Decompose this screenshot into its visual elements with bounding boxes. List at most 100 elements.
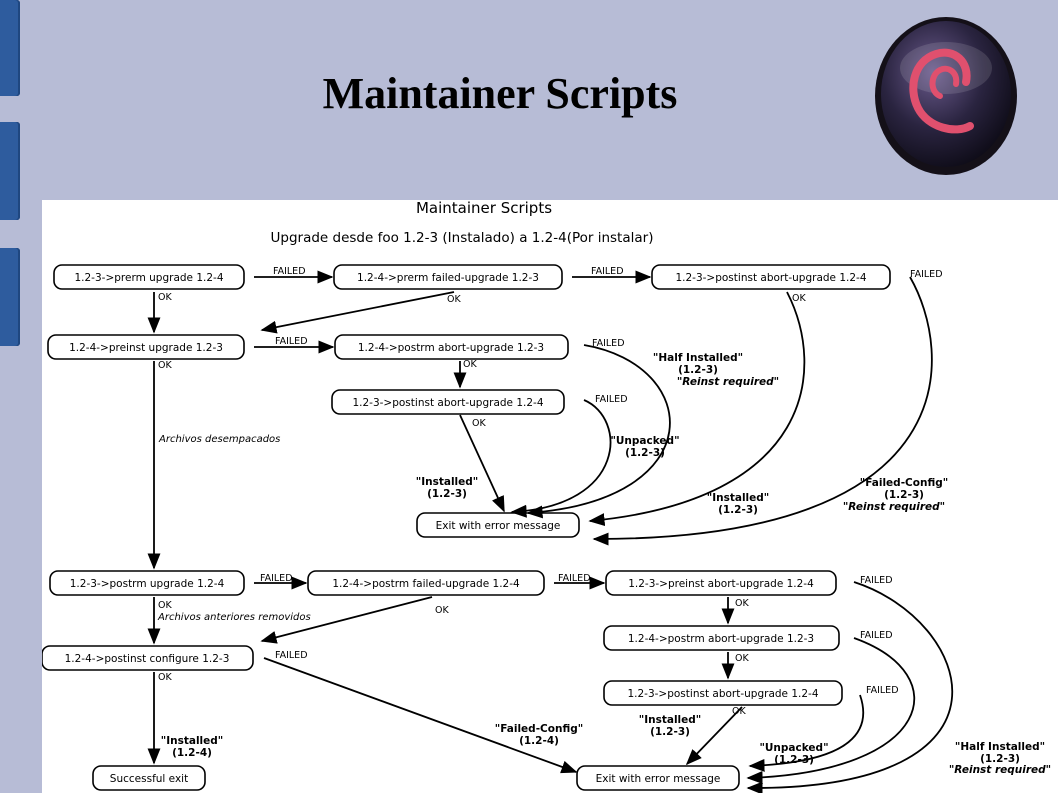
- state-unpacked-2-version: (1.2-3): [774, 754, 814, 766]
- node-exit-error-2-label: Exit with error message: [596, 773, 721, 785]
- label-ok-12: OK: [732, 706, 746, 717]
- node-postinst-abort-upgrade-2-label: 1.2-3->postinst abort-upgrade 1.2-4: [352, 397, 543, 409]
- label-failed-2: FAILED: [591, 266, 624, 277]
- label-failed-1: FAILED: [273, 266, 306, 277]
- label-failed-12: FAILED: [866, 685, 899, 696]
- state-half-installed-1-reinst: "Reinst required": [677, 376, 779, 388]
- label-failed-7: FAILED: [260, 573, 293, 584]
- node-postinst-abort-upgrade-3[interactable]: [603, 680, 843, 706]
- state-half-installed-1: "Half Installed": [653, 352, 743, 364]
- state-installed-4: "Installed": [639, 714, 702, 726]
- node-prerm-upgrade-label: 1.2-3->prerm upgrade 1.2-4: [74, 272, 223, 284]
- state-failed-config-2: "Failed-Config": [495, 723, 583, 735]
- state-installed-1: "Installed": [416, 476, 479, 488]
- label-ok-1: OK: [158, 292, 172, 303]
- node-postinst-abort-upgrade-3-label: 1.2-3->postinst abort-upgrade 1.2-4: [627, 688, 818, 700]
- flowchart: Maintainer Scripts Upgrade desde foo 1.2…: [42, 200, 1051, 793]
- label-ok-2: OK: [447, 294, 461, 305]
- label-failed-4: FAILED: [275, 336, 308, 347]
- label-ok-10: OK: [735, 653, 749, 664]
- node-successful-exit[interactable]: [92, 765, 206, 791]
- label-ok-11: OK: [158, 672, 172, 683]
- side-tab-3[interactable]: [0, 248, 20, 346]
- state-unpacked-1-version: (1.2-3): [625, 447, 665, 459]
- node-prerm-upgrade[interactable]: [53, 264, 245, 290]
- node-exit-error-1[interactable]: [416, 512, 580, 538]
- state-installed-3-version: (1.2-4): [172, 747, 212, 759]
- state-half-installed-2-version: (1.2-3): [980, 753, 1020, 765]
- label-failed-5: FAILED: [592, 338, 625, 349]
- node-preinst-upgrade-label: 1.2-4->preinst upgrade 1.2-3: [69, 342, 223, 354]
- state-installed-2: "Installed": [707, 492, 770, 504]
- node-postinst-abort-upgrade-1-label: 1.2-3->postinst abort-upgrade 1.2-4: [675, 272, 866, 284]
- state-installed-4-version: (1.2-3): [650, 726, 690, 738]
- state-installed-1-version: (1.2-3): [427, 488, 467, 500]
- state-half-installed-1-version: (1.2-3): [678, 364, 718, 376]
- diagram-subtitle: Upgrade desde foo 1.2-3 (Instalado) a 1.…: [271, 230, 654, 246]
- node-exit-error-2[interactable]: [576, 765, 740, 791]
- label-ok-6: OK: [472, 418, 486, 429]
- node-postrm-failed-upgrade-label: 1.2-4->postrm failed-upgrade 1.2-4: [332, 578, 520, 590]
- node-postrm-abort-upgrade-1-label: 1.2-4->postrm abort-upgrade 1.2-3: [358, 342, 544, 354]
- edge-n3-n7-failed: [592, 276, 933, 546]
- state-installed-3: "Installed": [161, 735, 224, 747]
- state-failed-config-1-reinst: "Reinst required": [843, 501, 945, 513]
- label-archivos-anteriores: Archivos anteriores removidos: [157, 612, 311, 623]
- slide-title: Maintainer Scripts: [322, 69, 678, 118]
- edge-n13-n15-ok: [685, 706, 743, 766]
- label-ok-9: OK: [735, 598, 749, 609]
- edge-n11-n15-failed: [746, 637, 916, 784]
- state-failed-config-2-version: (1.2-4): [519, 735, 559, 747]
- label-ok-8: OK: [435, 605, 449, 616]
- node-exit-error-1-label: Exit with error message: [436, 520, 561, 532]
- diagram-panel: Maintainer Scripts Upgrade desde foo 1.2…: [42, 200, 1058, 793]
- state-failed-config-1-version: (1.2-3): [884, 489, 924, 501]
- node-prerm-failed-upgrade[interactable]: [333, 264, 563, 290]
- edge-n12-n15: [263, 657, 578, 774]
- label-failed-9: FAILED: [860, 575, 893, 586]
- node-postinst-abort-upgrade-1[interactable]: [651, 264, 891, 290]
- state-half-installed-2-reinst: "Reinst required": [949, 764, 1051, 776]
- state-half-installed-2: "Half Installed": [955, 741, 1045, 753]
- label-failed-11: FAILED: [275, 650, 308, 661]
- state-failed-config-1: "Failed-Config": [860, 477, 948, 489]
- node-preinst-abort-upgrade-label: 1.2-3->preinst abort-upgrade 1.2-4: [628, 578, 814, 590]
- node-postrm-failed-upgrade[interactable]: [307, 570, 545, 596]
- node-successful-exit-label: Successful exit: [110, 773, 188, 785]
- node-postinst-configure[interactable]: [42, 645, 254, 671]
- node-postinst-abort-upgrade-2[interactable]: [331, 389, 565, 415]
- debian-logo: [875, 17, 1017, 175]
- label-ok-3: OK: [792, 293, 806, 304]
- state-installed-2-version: (1.2-3): [718, 504, 758, 516]
- edge-n2-n4: [260, 291, 455, 334]
- label-failed-6: FAILED: [595, 394, 628, 405]
- label-ok-4: OK: [158, 360, 172, 371]
- node-prerm-failed-upgrade-label: 1.2-4->prerm failed-upgrade 1.2-3: [357, 272, 539, 284]
- edge-n13-n15-failed: [748, 694, 865, 772]
- state-unpacked-2: "Unpacked": [759, 742, 828, 754]
- edge-n3-n7-ok: [588, 291, 806, 527]
- edge-n5-n7-failed: [526, 344, 671, 519]
- edge-n6-n7-ok: [459, 414, 505, 513]
- node-preinst-upgrade[interactable]: [47, 334, 245, 360]
- edge-n9-n12: [260, 596, 433, 644]
- state-unpacked-1: "Unpacked": [610, 435, 679, 447]
- node-postrm-abort-upgrade-2[interactable]: [603, 625, 840, 651]
- edge-n6-n7-failed: [510, 399, 612, 518]
- diagram-title: Maintainer Scripts: [416, 200, 552, 217]
- side-tab-1[interactable]: [0, 0, 20, 96]
- node-postrm-abort-upgrade-2-label: 1.2-4->postrm abort-upgrade 1.2-3: [628, 633, 814, 645]
- label-failed-3: FAILED: [910, 269, 943, 280]
- label-failed-8: FAILED: [558, 573, 591, 584]
- node-postinst-configure-label: 1.2-4->postinst configure 1.2-3: [65, 653, 230, 665]
- node-postrm-upgrade[interactable]: [49, 570, 245, 596]
- node-preinst-abort-upgrade[interactable]: [605, 570, 837, 596]
- side-tab-2[interactable]: [0, 122, 20, 220]
- edge-n10-n15-failed: [746, 581, 954, 793]
- label-ok-7: OK: [158, 600, 172, 611]
- node-postrm-abort-upgrade-1[interactable]: [334, 334, 569, 360]
- label-archivos-desempacados: Archivos desempacados: [158, 434, 280, 445]
- node-postrm-upgrade-label: 1.2-3->postrm upgrade 1.2-4: [70, 578, 225, 590]
- label-ok-5: OK: [463, 359, 477, 370]
- label-failed-10: FAILED: [860, 630, 893, 641]
